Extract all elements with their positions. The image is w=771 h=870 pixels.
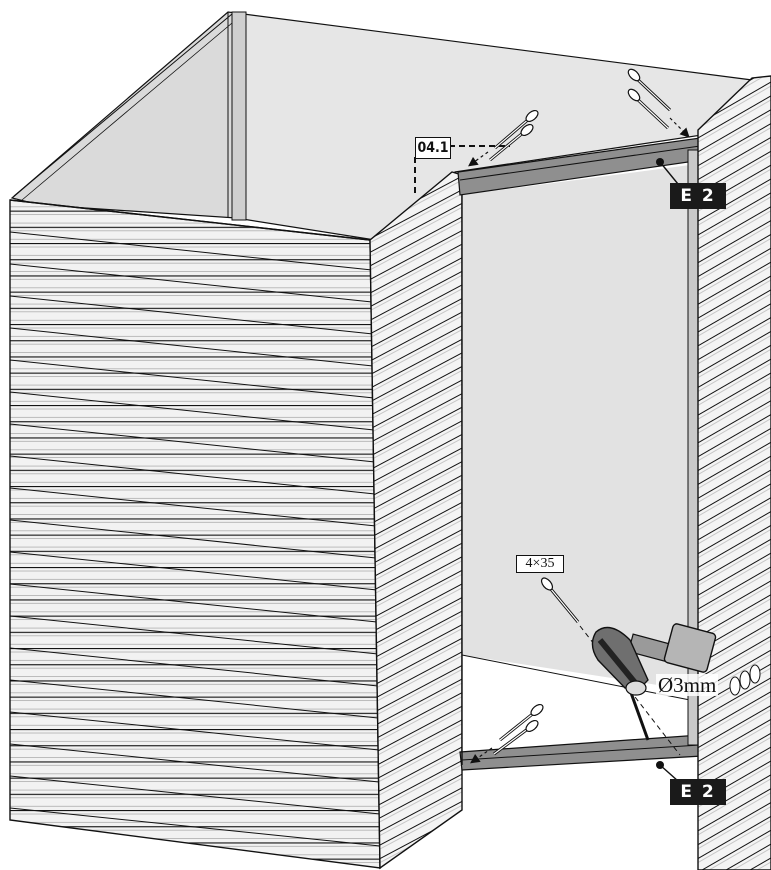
back-post (231, 11, 247, 221)
screw-icon (468, 109, 539, 167)
front-left-planks (9, 231, 381, 847)
door-opening-back (462, 165, 690, 755)
drill-size-label: Ø3mm (656, 673, 719, 697)
part-tag-top: E 2 (670, 183, 726, 209)
reference-step-box: 04.1 (415, 137, 451, 159)
drill-icon (591, 623, 717, 741)
left-side-wall (10, 11, 237, 219)
screw-size-label: 4×35 (516, 555, 564, 573)
screw-icon (627, 68, 690, 138)
right-front-wall (369, 171, 463, 870)
screw-icon (470, 703, 544, 764)
part-tag-bottom: E 2 (670, 779, 726, 805)
front-left-wall (9, 199, 381, 869)
